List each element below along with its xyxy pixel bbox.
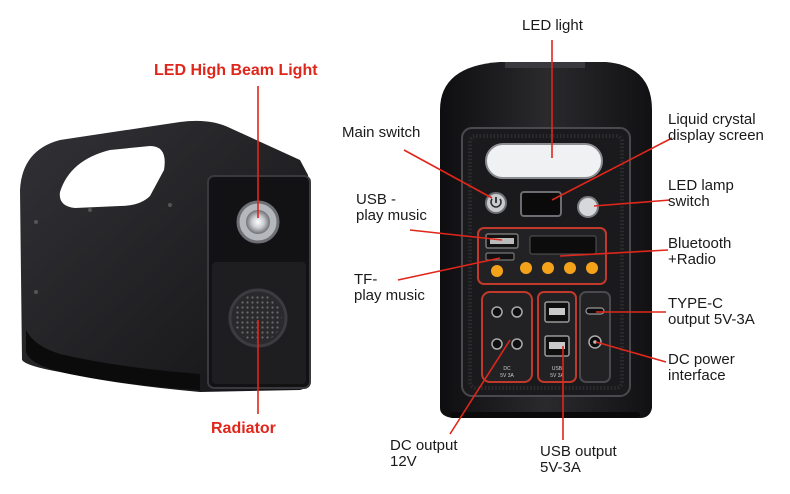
right-device: DC 5V 3A USB 5V 3A [440, 62, 652, 418]
label-bluetooth-radio: Bluetooth +Radio [668, 236, 731, 268]
callout-line-tf [397, 257, 501, 281]
type-c-port[interactable] [585, 307, 605, 315]
left-device-handle-hole [59, 146, 165, 208]
label-tf-music: TF- play music [354, 272, 425, 304]
right-device-base [450, 412, 640, 418]
dc-output-port[interactable] [491, 306, 503, 318]
label-usb-music-line1: USB - [356, 191, 397, 208]
label-main-switch: Main switch [342, 124, 421, 141]
usb-port-marking-rating: 5V 3A [550, 373, 564, 379]
dc-power-pin [593, 340, 597, 344]
bluetooth-display [529, 235, 597, 255]
label-lcd-line1: Liquid crystal [668, 111, 756, 128]
label-radiator: Radiator [211, 420, 276, 437]
label-bluetooth-line1: Bluetooth [668, 235, 732, 252]
left-device-base [26, 330, 200, 390]
callout-line-dc-power [595, 341, 667, 363]
label-type-c-line1: TYPE-C [668, 295, 724, 312]
label-tf-line1: TF- [354, 271, 378, 288]
label-dc-power-line2: interface [668, 367, 726, 384]
callout-lines-right [397, 40, 673, 440]
label-usb-output: USB output 5V-3A [540, 444, 617, 476]
label-type-c: TYPE-C output 5V-3A [668, 296, 755, 328]
music-control-button[interactable] [542, 262, 554, 274]
label-dc-output: DC output 12V [390, 438, 458, 470]
label-usb-output-line1: USB output [540, 443, 617, 460]
label-dc-power-line1: DC power [668, 351, 735, 368]
label-bluetooth-line2: +Radio [668, 251, 716, 268]
screw [34, 220, 38, 224]
tf-card-slot[interactable] [485, 252, 515, 261]
led-high-beam-lens [246, 210, 270, 234]
screw [88, 208, 92, 212]
label-dc-output-line2: 12V [390, 453, 417, 470]
screw [34, 290, 38, 294]
label-led-high-beam: LED High Beam Light [154, 62, 318, 79]
label-dc-output-line1: DC output [390, 437, 458, 454]
label-usb-output-line2: 5V-3A [540, 459, 581, 476]
callout-line-main-switch [403, 149, 493, 199]
callout-line-usb-music [409, 229, 503, 241]
label-type-c-line2: output 5V-3A [668, 311, 755, 328]
label-usb-music-line2: play music [356, 207, 427, 224]
screw [168, 203, 172, 207]
led-lamp-switch-button[interactable] [577, 196, 599, 218]
dc-port-marking: DC [503, 366, 511, 372]
label-lcd-line2: display screen [668, 127, 764, 144]
power-icon-arc [490, 198, 502, 208]
music-control-button[interactable] [491, 265, 503, 277]
label-tf-line2: play music [354, 287, 425, 304]
label-led-switch-line1: LED lamp [668, 177, 734, 194]
label-usb-music: USB - play music [356, 192, 427, 224]
radiator-holes [234, 294, 282, 342]
callout-line-led-switch [593, 199, 671, 207]
label-dc-power: DC power interface [668, 352, 735, 384]
led-light-bar [485, 143, 603, 179]
usb-port-marking: USB [552, 366, 563, 372]
callout-line-bluetooth [559, 249, 669, 257]
usb-output-port-contacts [549, 308, 565, 315]
label-led-light: LED light [522, 17, 583, 34]
usb-output-port-contacts [549, 342, 565, 349]
lcd-display [520, 191, 562, 217]
label-led-lamp-switch: LED lamp switch [668, 178, 734, 210]
music-control-button[interactable] [520, 262, 532, 274]
callout-line-lcd [551, 137, 673, 201]
music-control-button[interactable] [586, 262, 598, 274]
label-lcd: Liquid crystal display screen [668, 112, 764, 144]
dc-output-port[interactable] [511, 306, 523, 318]
dc-output-port[interactable] [491, 338, 503, 350]
label-led-switch-line2: switch [668, 193, 710, 210]
dc-output-port[interactable] [511, 338, 523, 350]
music-control-button[interactable] [564, 262, 576, 274]
usb-music-port-contacts [490, 238, 514, 244]
callout-line-dc-output [449, 339, 511, 435]
top-led-strip [505, 62, 585, 68]
dc-port-marking-rating: 5V 3A [500, 373, 514, 379]
left-device [20, 120, 311, 392]
